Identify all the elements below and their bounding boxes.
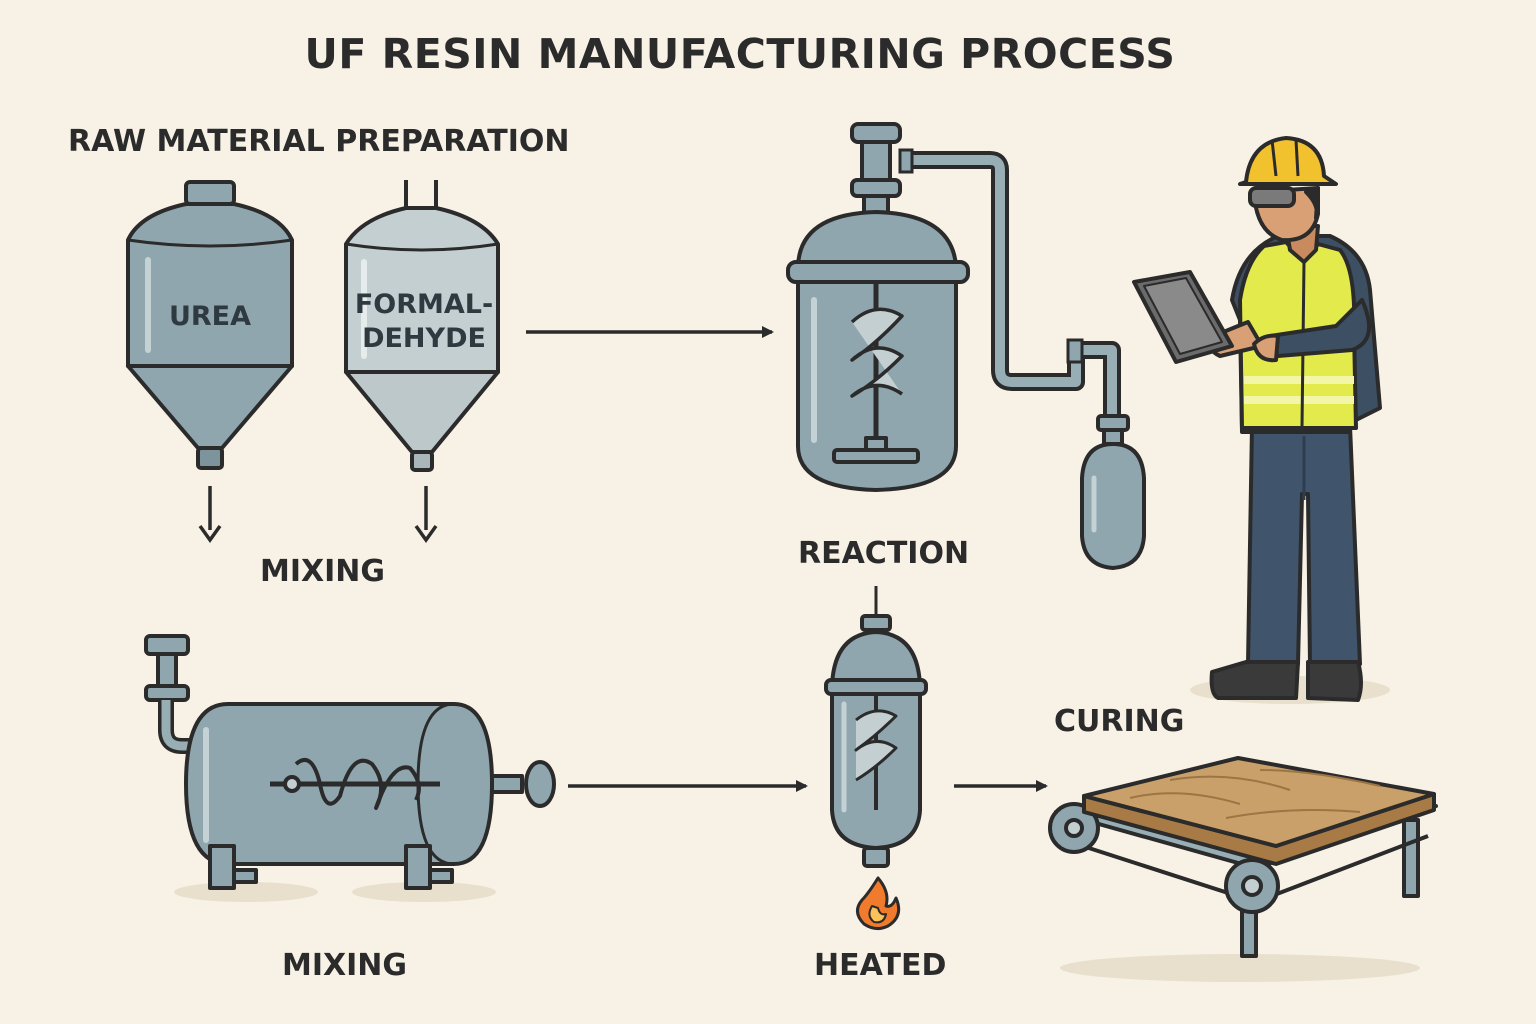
mixing-label-bottom: MIXING xyxy=(282,948,408,983)
mixing-label-top: MIXING xyxy=(260,554,386,589)
horizontal-mixer xyxy=(144,634,556,902)
reactor-vessel xyxy=(786,122,970,492)
section-label: RAW MATERIAL PREPARATION xyxy=(68,124,570,159)
urea-tank xyxy=(126,180,294,470)
worker-figure xyxy=(1132,136,1390,704)
urea-down-arrow xyxy=(198,486,222,544)
page-title: UF RESIN MANUFACTURING PROCESS xyxy=(304,30,1176,78)
flame-icon xyxy=(856,876,901,931)
formaldehyde-label-line2: DEHYDE xyxy=(362,323,486,354)
curing-label: CURING xyxy=(1054,704,1185,739)
curing-conveyor xyxy=(1048,756,1438,982)
receiver-tank xyxy=(1080,414,1146,570)
heated-label: HEATED xyxy=(814,948,947,983)
formaldehyde-tank xyxy=(344,180,500,472)
reaction-label: REACTION xyxy=(798,536,970,571)
reactor-pipe xyxy=(898,148,1121,418)
urea-label: UREA xyxy=(168,301,252,332)
heater-vessel xyxy=(824,614,928,868)
formaldehyde-down-arrow xyxy=(414,486,438,544)
formaldehyde-label-line1: FORMAL- xyxy=(354,289,494,320)
